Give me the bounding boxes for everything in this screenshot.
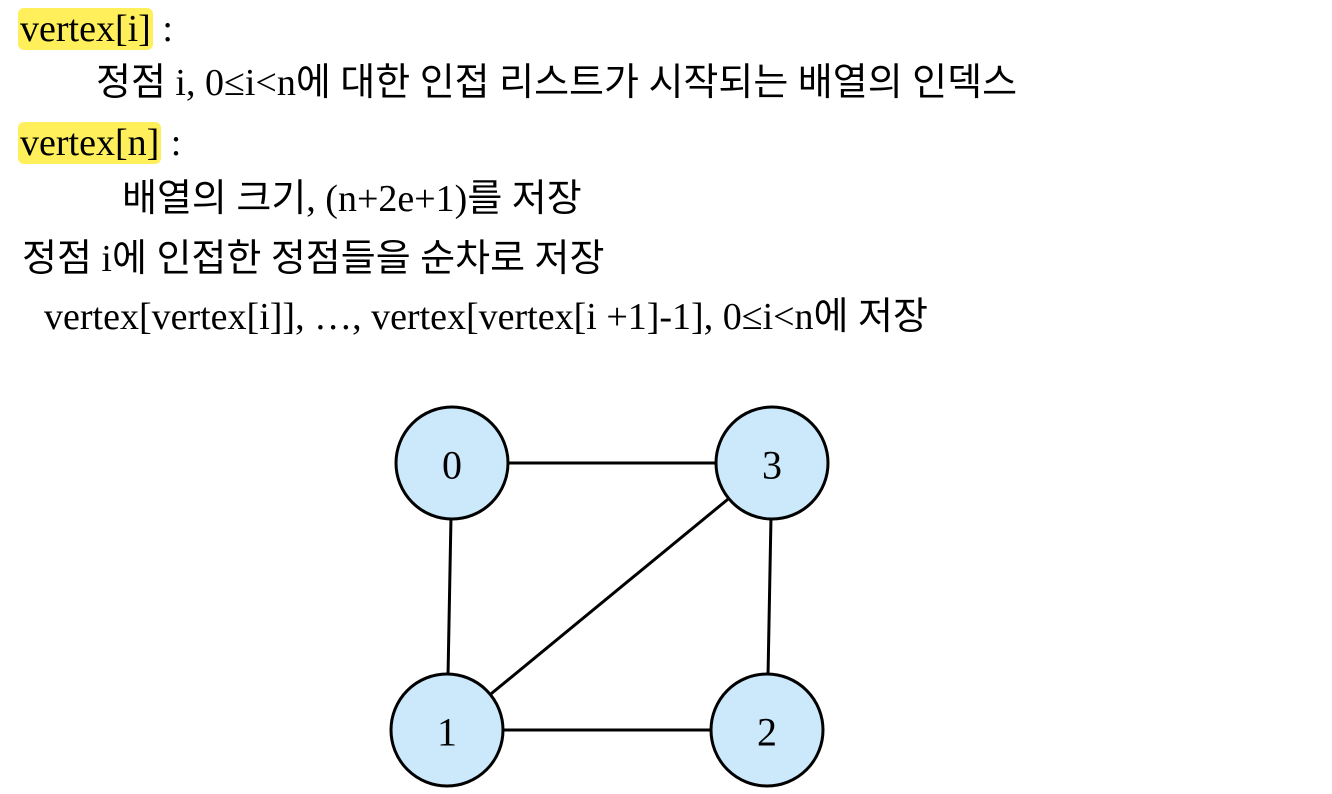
- highlight-vertex-i: vertex[i]: [18, 8, 153, 50]
- node-label-0: 0: [442, 443, 462, 488]
- node-circle-1: [389, 672, 505, 788]
- node-label-3: 3: [762, 443, 782, 488]
- edge-1-3: [446, 461, 773, 732]
- node-label-2: 2: [757, 710, 777, 755]
- node-circle-0: [394, 405, 510, 521]
- line-array-size: 배열의 크기, (n+2e+1)를 저장: [122, 178, 582, 220]
- node-1: 1: [389, 672, 505, 788]
- line-description-start-index: 정점 i, 0≤i<n에 대한 인접 리스트가 시작되는 배열의 인덱스: [96, 62, 1018, 104]
- line-vertex-range: vertex[vertex[i]], …, vertex[vertex[i +1…: [44, 296, 928, 338]
- nodes: 0 3 1 2: [389, 405, 830, 788]
- line-vertex-i: vertex[i] :: [18, 6, 173, 52]
- node-0: 0: [394, 405, 510, 521]
- node-label-1: 1: [437, 710, 457, 755]
- colon-1: :: [152, 8, 173, 50]
- line-vertex-n: vertex[n] :: [18, 120, 181, 166]
- edges: [445, 461, 774, 732]
- node-circle-3: [714, 405, 830, 521]
- highlight-vertex-n: vertex[n]: [18, 122, 162, 164]
- line-adjacent-store: 정점 i에 인접한 정점들을 순차로 저장: [22, 238, 605, 280]
- node-2: 2: [709, 672, 825, 788]
- colon-2: :: [161, 122, 182, 164]
- node-3: 3: [714, 405, 830, 521]
- node-circle-2: [709, 672, 825, 788]
